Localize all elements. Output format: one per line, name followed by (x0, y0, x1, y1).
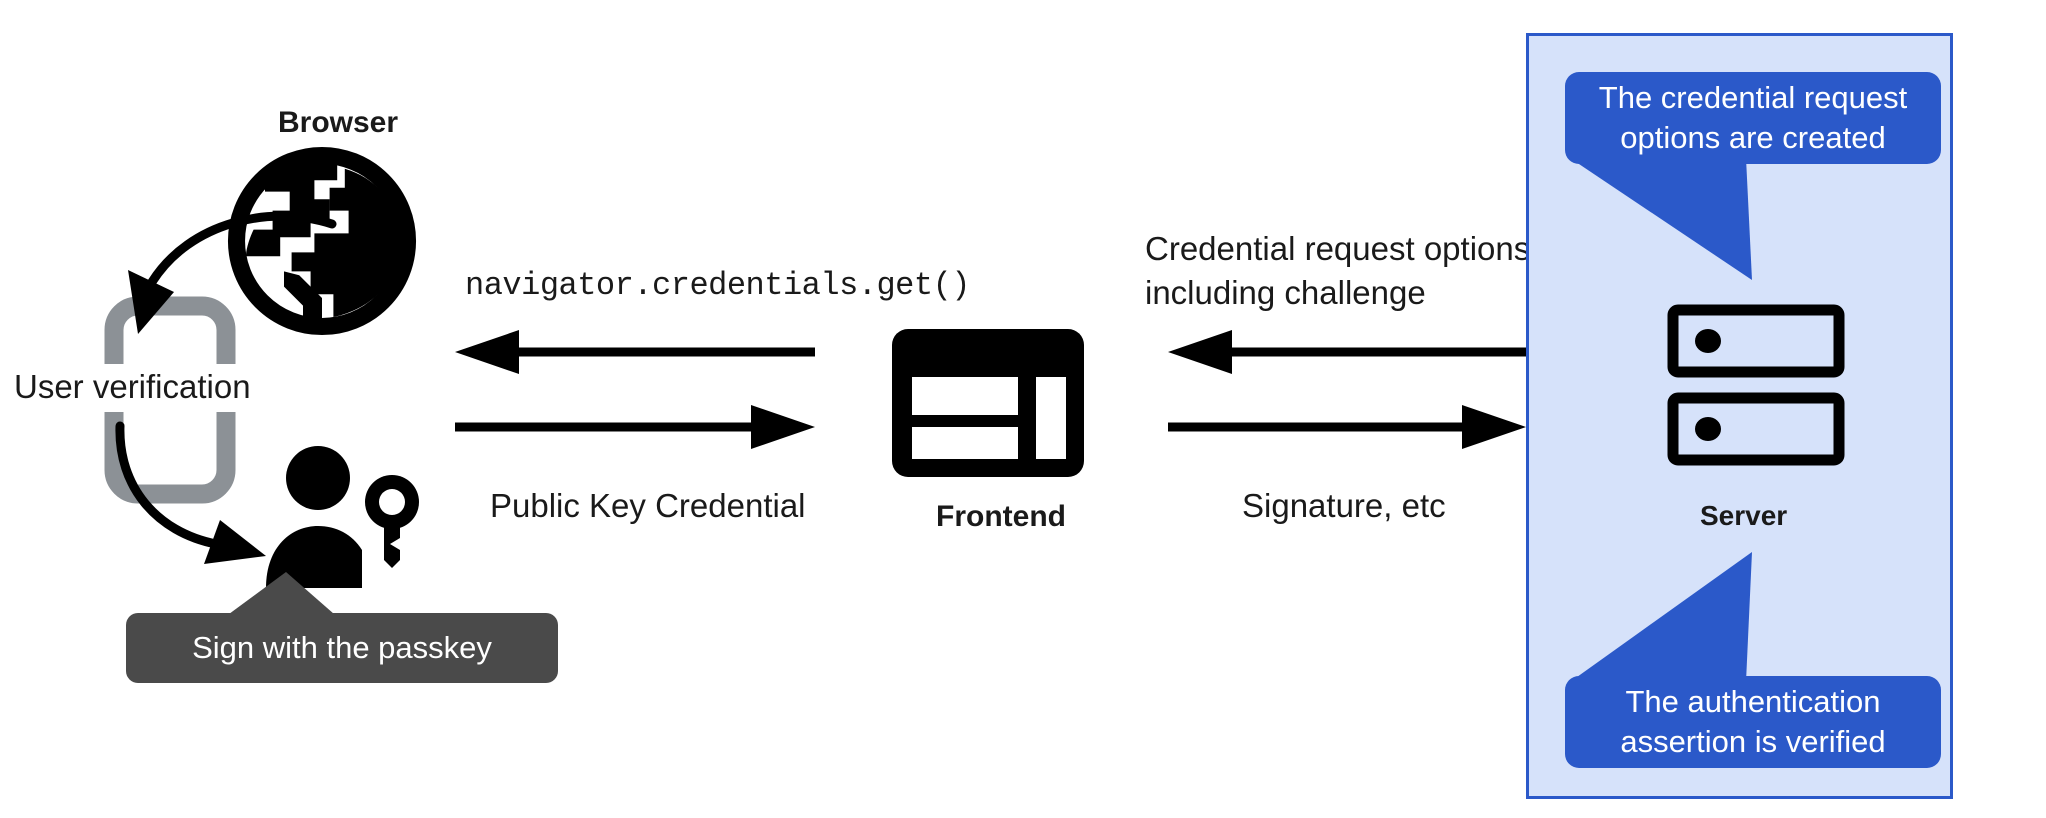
server-bottom-callout-line1: The authentication (1625, 683, 1881, 719)
server-top-callout-line1: The credential request (1598, 79, 1908, 115)
navigator-credentials-get-label: navigator.credentials.get() (465, 267, 970, 304)
frontend-to-browser-arrow (455, 330, 815, 374)
user-verification-label: User verification (14, 368, 251, 405)
server-label: Server (1700, 500, 1788, 531)
server-top-callout: The credential request options are creat… (1565, 72, 1941, 164)
frontend-label: Frontend (936, 500, 1066, 533)
server-bottom-callout-tail (1570, 552, 1790, 682)
browser-to-phone-arrow (100, 196, 340, 356)
web-layout-icon (890, 327, 1086, 479)
phone-to-user-arrow (108, 416, 348, 576)
server-bottom-callout: The authentication assertion is verified (1565, 676, 1941, 768)
passkey-tooltip: Sign with the passkey (126, 613, 558, 683)
globe-icon (227, 146, 417, 336)
credential-request-options-label-line1: Credential request options, (1145, 230, 1540, 267)
public-key-credential-label: Public Key Credential (490, 487, 806, 524)
server-bottom-callout-line2: assertion is verified (1620, 724, 1886, 759)
person-with-key-icon (260, 440, 440, 590)
browser-to-frontend-arrow (455, 405, 815, 449)
server-top-callout-tail (1570, 158, 1790, 288)
server-to-frontend-arrow (1168, 330, 1526, 374)
credential-request-options-label-line2: including challenge (1145, 274, 1426, 311)
frontend-to-server-arrow (1168, 405, 1526, 449)
user-verification-label-backdrop (0, 364, 250, 412)
server-rack-icon (1667, 304, 1845, 466)
server-top-callout-line2: options are created (1620, 120, 1886, 155)
signature-etc-label: Signature, etc (1242, 487, 1446, 524)
browser-label: Browser (278, 106, 399, 139)
